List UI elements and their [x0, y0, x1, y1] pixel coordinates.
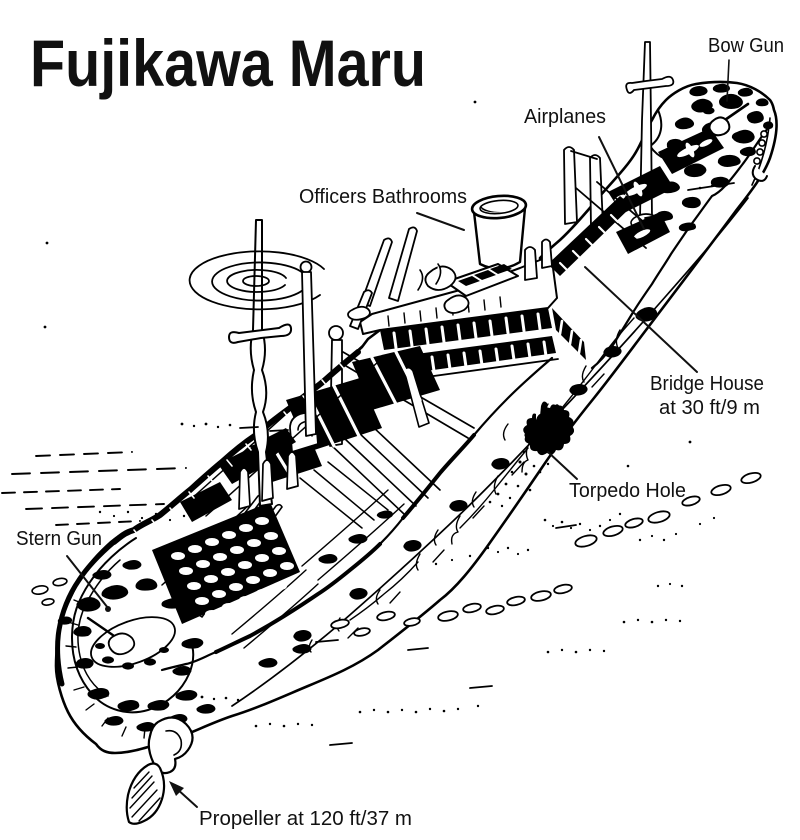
label-bridge-house-line2: at 30 ft/9 m: [659, 397, 760, 419]
page-title: Fujikawa Maru: [30, 26, 426, 100]
water-ripples: [188, 250, 325, 311]
torpedo-hole-leader-line: [547, 451, 578, 480]
deck-bitts: [238, 451, 299, 510]
anchor-chain: [751, 130, 768, 182]
ship-drawing: [54, 41, 778, 825]
stone-trail-mid: [330, 583, 573, 637]
welldeck-bulwark: [548, 196, 632, 276]
hull-bilge-line: [231, 197, 749, 707]
stern-mast: [188, 219, 325, 507]
label-propeller: Propeller at 120 ft/37 m: [199, 808, 412, 830]
leader-lines: [66, 59, 730, 808]
label-bridge-house-line1: Bridge House: [650, 373, 764, 395]
bow-gun-figure: [708, 102, 750, 137]
label-stern-gun: Stern Gun: [16, 528, 102, 550]
label-bow-gun: Bow Gun: [708, 35, 784, 57]
stern-gun-figure: [86, 616, 176, 670]
stone-trail-right: [574, 471, 762, 548]
propeller-rudder: [125, 716, 194, 825]
officers-bathrooms-leader-line: [416, 212, 465, 231]
deck-edge-band: [214, 433, 476, 654]
propeller-leader-arrow: [169, 781, 198, 808]
bridge-booms: [347, 226, 553, 330]
skylight-box: [445, 263, 519, 297]
aft-deck-planking: [231, 489, 405, 668]
diagram-text: Fujikawa Maru Bow Gun Airplanes Officers…: [16, 26, 784, 830]
sand-dashes: [315, 182, 735, 746]
aft-derrick-post: [299, 260, 317, 437]
label-torpedo-hole: Torpedo Hole: [569, 480, 686, 502]
bow-gun-leader-line: [726, 59, 730, 102]
cobble-hold: [152, 502, 300, 624]
bridge-house-leader-line: [584, 266, 698, 373]
hullside-coral: [293, 307, 658, 653]
funnel: [470, 194, 528, 270]
sand-dash-rows: [1, 451, 187, 526]
seabed-marks: [1, 100, 762, 746]
stern-coral: [57, 560, 216, 732]
stern-gun-leader-line: [66, 555, 109, 609]
torpedo-hole-figure: [488, 401, 575, 508]
label-officers-bathrooms: Officers Bathrooms: [299, 186, 467, 208]
airplanes-leader-line: [598, 136, 645, 230]
sand-speckles: [43, 100, 716, 728]
stern-gun-leader-dot: [105, 606, 111, 612]
dot-row-mid-left: [180, 422, 232, 429]
stones-left: [31, 577, 68, 606]
dash-row-mid-left: [239, 426, 289, 432]
label-airplanes: Airplanes: [524, 106, 606, 128]
